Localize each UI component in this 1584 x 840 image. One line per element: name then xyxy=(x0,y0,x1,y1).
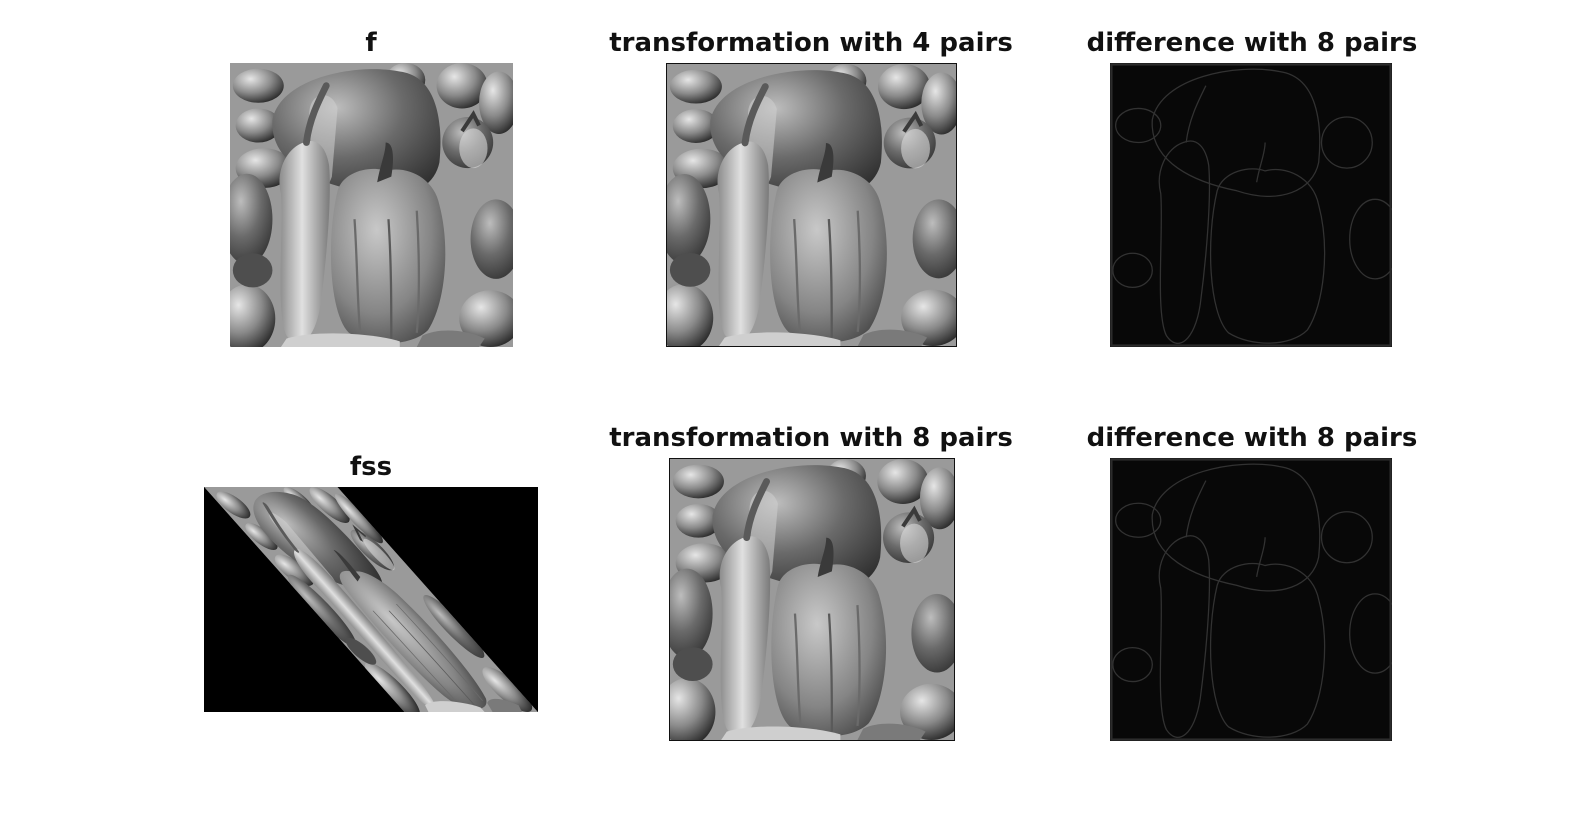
panel-title-transformation-4-pairs: transformation with 4 pairs xyxy=(609,28,1013,58)
panel-title-f: f xyxy=(365,28,377,58)
image-f-original xyxy=(230,63,513,347)
image-difference-row1 xyxy=(1110,63,1392,347)
image-transformation-4-pairs xyxy=(666,63,957,347)
image-fss-sheared xyxy=(204,487,538,712)
panel-title-fss: fss xyxy=(349,452,393,482)
image-transformation-8-pairs xyxy=(669,458,955,741)
panel-title-difference-row2: difference with 8 pairs xyxy=(1086,423,1418,453)
panel-title-difference-row1: difference with 8 pairs xyxy=(1086,28,1418,58)
panel-title-transformation-8-pairs: transformation with 8 pairs xyxy=(609,423,1013,453)
image-difference-row2 xyxy=(1110,458,1392,741)
